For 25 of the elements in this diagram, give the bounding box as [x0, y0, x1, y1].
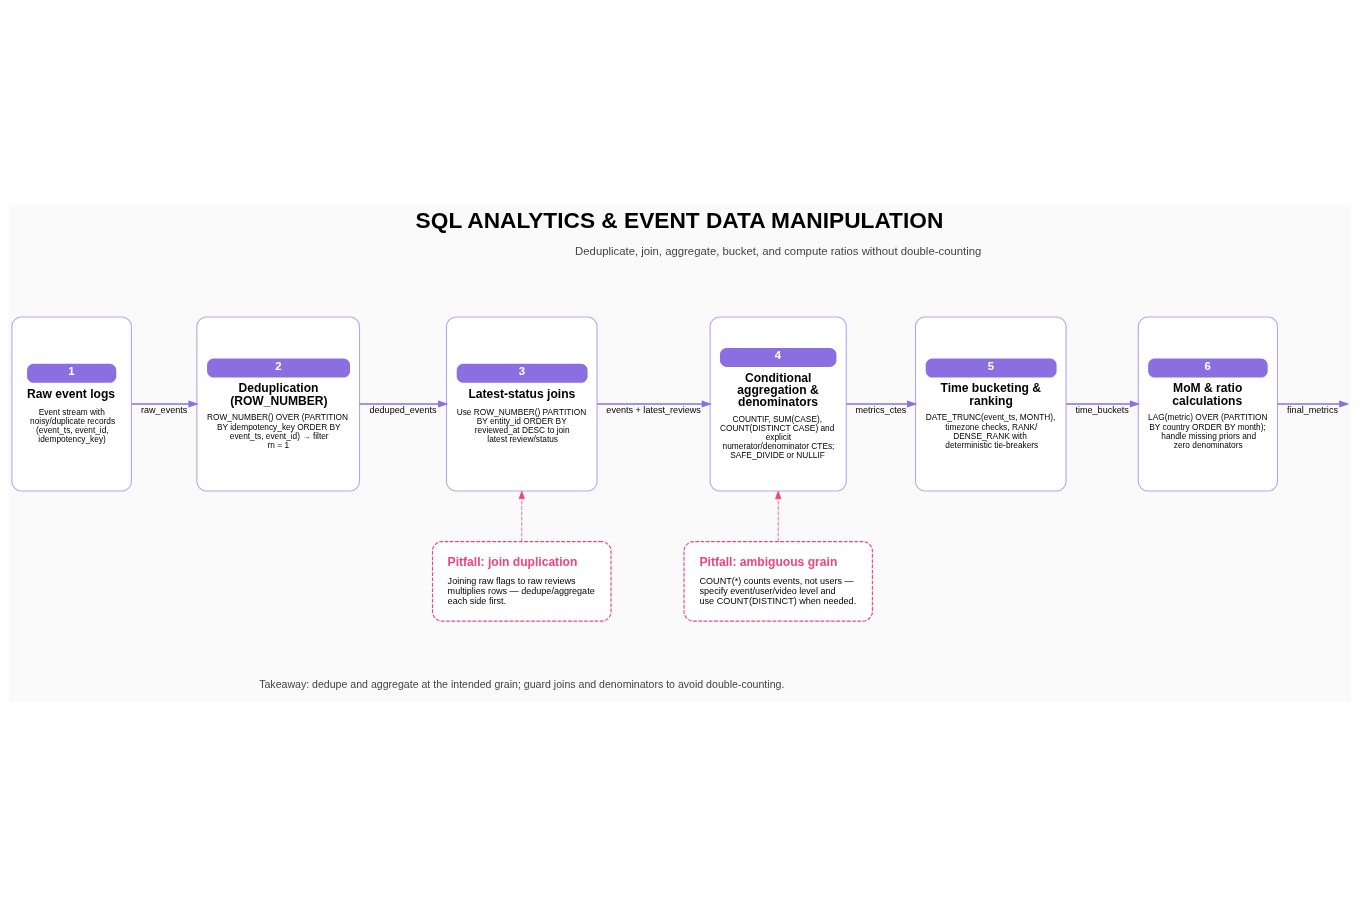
node-box: 3 Latest-status joins Use ROW_NUMBER() PARTITION BY entity_id ORDER BY reviewed_at DESC to join latest review/status [445, 316, 598, 492]
arrow [1065, 400, 1141, 408]
arrow [775, 490, 782, 542]
edge-label: time_buckets [1075, 405, 1129, 416]
edge-label: metrics_ctes [855, 405, 907, 416]
node-box: 5 Time bucketing & ranking DATE_TRUNC(event_ts, MONTH), timezone checks, RANK/ DENSE_RANK with deterministic tie-breakers [914, 316, 1067, 492]
edge-label: final_metrics [1287, 405, 1338, 416]
edge-label: events + latest_reviews [606, 405, 701, 416]
node-box: 2 Deduplication (ROW_NUMBER) ROW_NUMBER() OVER (PARTITION BY idempotency_key ORDER BY event_ts, event_id) → filter rn = 1 [196, 316, 361, 492]
label: Deduplicate, join, aggregate, bucket, and compute ratios without double-counting [575, 245, 982, 258]
label: Takeaway: dedupe and aggregate at the intended grain; guard joins and denominators to avoid double-counting. [259, 678, 785, 691]
node-box: 1 Raw event logs Event stream with noisy/duplicate records (event_ts, event_id, idempotency_key) [11, 316, 132, 492]
arrow [518, 490, 525, 542]
arrow [596, 400, 712, 408]
arrow [1276, 400, 1350, 408]
edge-label: raw_events [140, 405, 188, 416]
arrow [358, 400, 449, 408]
node-box: Pitfall: join duplication Joining raw flags to raw reviews multiplies rows — dedupe/aggregate each side first. [431, 541, 612, 622]
arrow [845, 400, 918, 408]
node-box: 4 Conditional aggregation & denominators COUNTIF, SUM(CASE), COUNT(DISTINCT CASE) and explicit numerator/denominator CTEs; SAFE_DIVIDE or NULLIF [709, 316, 847, 492]
arrow [131, 400, 199, 408]
diagram-title: SQL ANALYTICS & EVENT DATA MANIPULATION [415, 207, 944, 234]
edge-label: deduped_events [369, 405, 437, 416]
node-box: Pitfall: ambiguous grain COUNT(*) counts events, not users — specify event/user/video level and use COUNT(DISTINCT) when needed. [683, 541, 873, 622]
node-box: 6 MoM & ratio calculations LAG(metric) OVER (PARTITION BY country ORDER BY month); handle missing priors and zero denominators [1137, 316, 1279, 492]
